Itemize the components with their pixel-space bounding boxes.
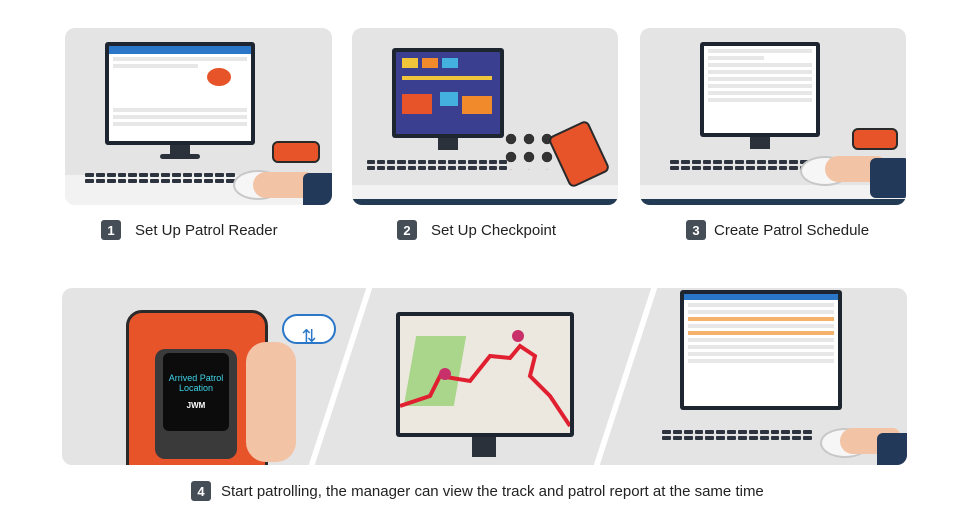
report-screen [684,294,838,406]
keyboard [367,160,507,170]
keyboard [85,173,235,183]
sleeve [877,433,907,465]
divider [589,288,661,465]
hand-icon [246,342,296,462]
patrol-route [400,330,570,428]
device-logo: JWM [186,401,206,410]
schedule-screen [704,46,816,133]
checkpoint-screen [396,52,500,134]
step-label: Create Patrol Schedule [714,221,870,239]
sleeve [303,173,332,205]
report-monitor [680,290,842,410]
panel-patrolling: Arrived Patrol Location JWM ⇅ [62,288,907,465]
patrol-reader-icon [852,128,898,150]
map-screen [400,316,570,433]
monitor [105,42,255,145]
keyboard [670,160,820,170]
panel-setup-reader [65,28,332,205]
monitor-stand [472,437,496,457]
step-label: Set Up Checkpoint [431,221,557,239]
patrol-reader-icon [272,141,320,163]
step-label: Set Up Patrol Reader [135,221,278,239]
step-3: 3 Create Patrol Schedule [686,220,869,240]
monitor-base [160,154,200,159]
map-pin-icon [512,330,524,342]
device-screen-line1: Arrived Patrol [168,373,224,383]
desk-edge [640,199,906,205]
desk-edge [352,199,618,205]
keyboard [662,430,812,440]
panel-setup-checkpoint [352,28,618,205]
panel-create-schedule [640,28,906,205]
step-4: 4 Start patrolling, the manager can view… [191,481,764,501]
monitor [392,48,504,138]
step-badge: 3 [686,220,706,240]
device-screen: Arrived Patrol Location JWM [163,353,229,431]
monitor-stand [170,145,190,155]
monitor [700,42,820,137]
map-monitor [396,312,574,437]
step-label: Start patrolling, the manager can view t… [221,482,764,500]
device-screen-line2: Location [178,383,214,393]
step-badge: 2 [397,220,417,240]
cloud-sync-icon: ⇅ [282,314,336,346]
step-badge: 1 [101,220,121,240]
step-1: 1 Set Up Patrol Reader [101,220,278,240]
monitor-stand [438,138,458,150]
sleeve [870,158,906,198]
map-pin-icon [439,368,451,380]
step-badge: 4 [191,481,211,501]
patrol-device: Arrived Patrol Location JWM [126,310,268,465]
software-screen [109,46,251,141]
step-2: 2 Set Up Checkpoint [397,220,556,240]
monitor-stand [750,137,770,149]
